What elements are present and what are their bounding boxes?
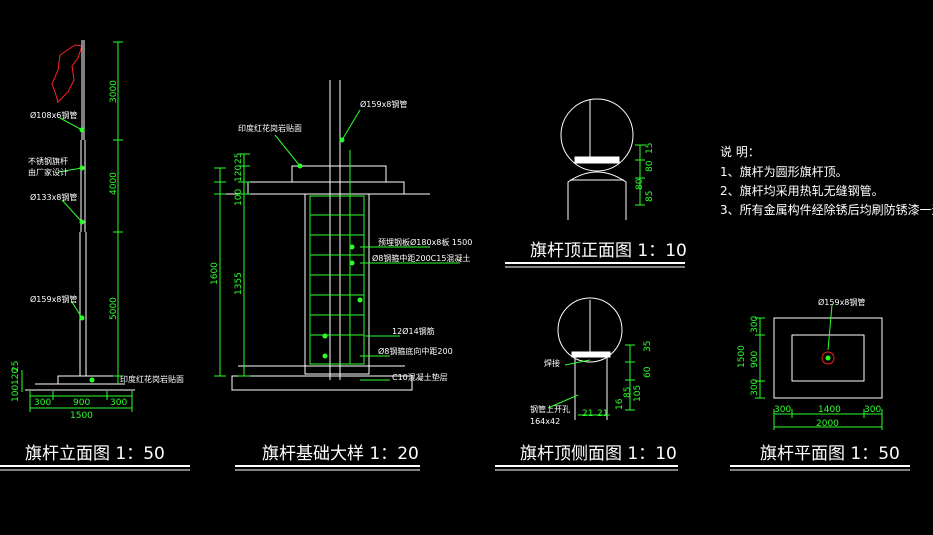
dim-85-tf: 85 bbox=[645, 191, 655, 202]
foundation-view bbox=[225, 80, 430, 391]
elevation-dims bbox=[21, 41, 133, 412]
dim-4000: 4000 bbox=[109, 172, 119, 195]
label-pipe-159-p: Ø159x8钢管 bbox=[818, 297, 865, 307]
label-pipe-159: Ø159x8钢管 bbox=[30, 294, 77, 304]
dim-1600-f: 1600 bbox=[210, 262, 220, 285]
label-stirrup: Ø8钢箍中距200C15混凝土 bbox=[372, 253, 470, 263]
label-stirrup-bottom: Ø8钢箍底向中距200 bbox=[378, 346, 453, 356]
top-front-view bbox=[560, 98, 634, 220]
label-pipe-159-f: Ø159x8钢管 bbox=[360, 99, 407, 109]
label-164x42: 164x42 bbox=[530, 417, 560, 426]
dim-300b-p: 300 bbox=[750, 379, 760, 396]
dim-1355-f: 1355 bbox=[234, 272, 244, 295]
dim-60-ts: 60 bbox=[643, 366, 653, 378]
dim-900-p: 900 bbox=[750, 351, 760, 368]
dim-80-tf: 80 bbox=[645, 160, 655, 172]
notes-heading: 说 明： bbox=[720, 144, 760, 159]
dim-120: 120 bbox=[11, 368, 21, 385]
plan-dims bbox=[755, 304, 883, 430]
label-c10: C10混凝土垫层 bbox=[392, 372, 448, 382]
dim-h-300a: 300 bbox=[34, 398, 51, 408]
dim-15-tf: 15 bbox=[645, 143, 655, 154]
label-granite-f: 印度红花岗岩贴面 bbox=[238, 123, 302, 133]
label-rebar-12: 12Ø14钢筋 bbox=[392, 326, 435, 336]
dim-16-ts: 16 bbox=[615, 398, 625, 410]
label-weld: 焊接 bbox=[544, 358, 560, 368]
title-plan: 旗杆平面图 1：50 bbox=[760, 444, 900, 464]
note-item-1: 1、旗杆为圆形旗杆顶。 bbox=[720, 164, 848, 179]
dim-h-900: 900 bbox=[73, 398, 90, 408]
dim-h-300b-p: 300 bbox=[864, 405, 881, 415]
dim-25: 25 bbox=[11, 361, 21, 372]
plan-text: Ø159x8钢管 300 900 300 1500 300 1400 300 2… bbox=[737, 297, 881, 429]
dim-3000: 3000 bbox=[109, 80, 119, 103]
title-foundation: 旗杆基础大样 1：20 bbox=[262, 444, 419, 464]
label-pipe-108: Ø108x6钢管 bbox=[30, 110, 77, 120]
dim-85-ts: 85 bbox=[623, 387, 633, 398]
dim-h-300b: 300 bbox=[110, 398, 127, 408]
dim-h-2000-p: 2000 bbox=[816, 419, 839, 429]
dim-h-300a-p: 300 bbox=[774, 405, 791, 415]
dim-21a-ts: 21 bbox=[582, 409, 593, 419]
elevation-text: Ø108x6钢管 不锈钢旗杆 由厂家设计 Ø133x8钢管 Ø159x8钢管 印… bbox=[11, 80, 184, 421]
title-top-side: 旗杆顶侧面图 1：10 bbox=[520, 444, 677, 464]
dim-25-f: 25 bbox=[234, 153, 244, 164]
foundation-rebar bbox=[214, 109, 460, 381]
dim-100: 100 bbox=[11, 385, 21, 402]
label-pipe-133: Ø133x8钢管 bbox=[30, 192, 77, 202]
top-side-dims bbox=[547, 344, 635, 416]
foundation-text: 印度红花岗岩贴面 Ø159x8钢管 预埋钢板Ø180x8板 1500 Ø8钢箍中… bbox=[210, 99, 472, 382]
dim-5000: 5000 bbox=[109, 297, 119, 320]
top-side-text: 焊接 钢管上开孔 164x42 35 60 105 85 16 21 21 bbox=[530, 341, 653, 426]
label-embedded-plate: 预埋钢板Ø180x8板 1500 bbox=[378, 237, 472, 247]
elevation-view bbox=[25, 40, 135, 391]
titles: 旗杆立面图 1：50 旗杆基础大样 1：20 旗杆顶正面图 1：10 旗杆顶侧面… bbox=[0, 241, 910, 471]
dim-120-f: 120 bbox=[234, 165, 244, 182]
title-elevation: 旗杆立面图 1：50 bbox=[25, 444, 165, 464]
dim-35-ts: 35 bbox=[643, 341, 653, 352]
top-front-dims bbox=[635, 144, 645, 206]
note-item-3: 3、所有金属构件经除锈后均刷防锈漆一道，银 bbox=[720, 202, 933, 217]
label-granite: 印度红花岗岩贴面 bbox=[120, 374, 184, 384]
label-stainless-pole: 不锈钢旗杆 bbox=[28, 156, 68, 166]
dim-1500-p: 1500 bbox=[737, 345, 747, 368]
dim-100-f: 100 bbox=[234, 189, 244, 206]
top-front-text: 15 80 85 80 bbox=[635, 143, 655, 202]
dim-21b-ts: 21 bbox=[597, 409, 608, 419]
dim-80b-tf: 80 bbox=[635, 178, 645, 190]
title-top-front: 旗杆顶正面图 1：10 bbox=[530, 241, 687, 261]
dim-h-1400-p: 1400 bbox=[818, 405, 841, 415]
note-item-2: 2、旗杆均采用热轧无缝钢管。 bbox=[720, 183, 884, 198]
dim-300a-p: 300 bbox=[750, 316, 760, 333]
flag-shape bbox=[51, 44, 83, 103]
dim-h-1500: 1500 bbox=[70, 411, 93, 421]
label-factory-design: 由厂家设计 bbox=[28, 167, 68, 177]
dim-105-ts: 105 bbox=[633, 385, 643, 402]
notes-block: 说 明： 1、旗杆为圆形旗杆顶。 2、旗杆均采用热轧无缝钢管。 3、所有金属构件… bbox=[720, 144, 933, 217]
plan-view bbox=[773, 317, 883, 399]
top-side-view bbox=[557, 297, 623, 420]
label-pipe-hole: 钢管上开孔 bbox=[530, 404, 570, 414]
